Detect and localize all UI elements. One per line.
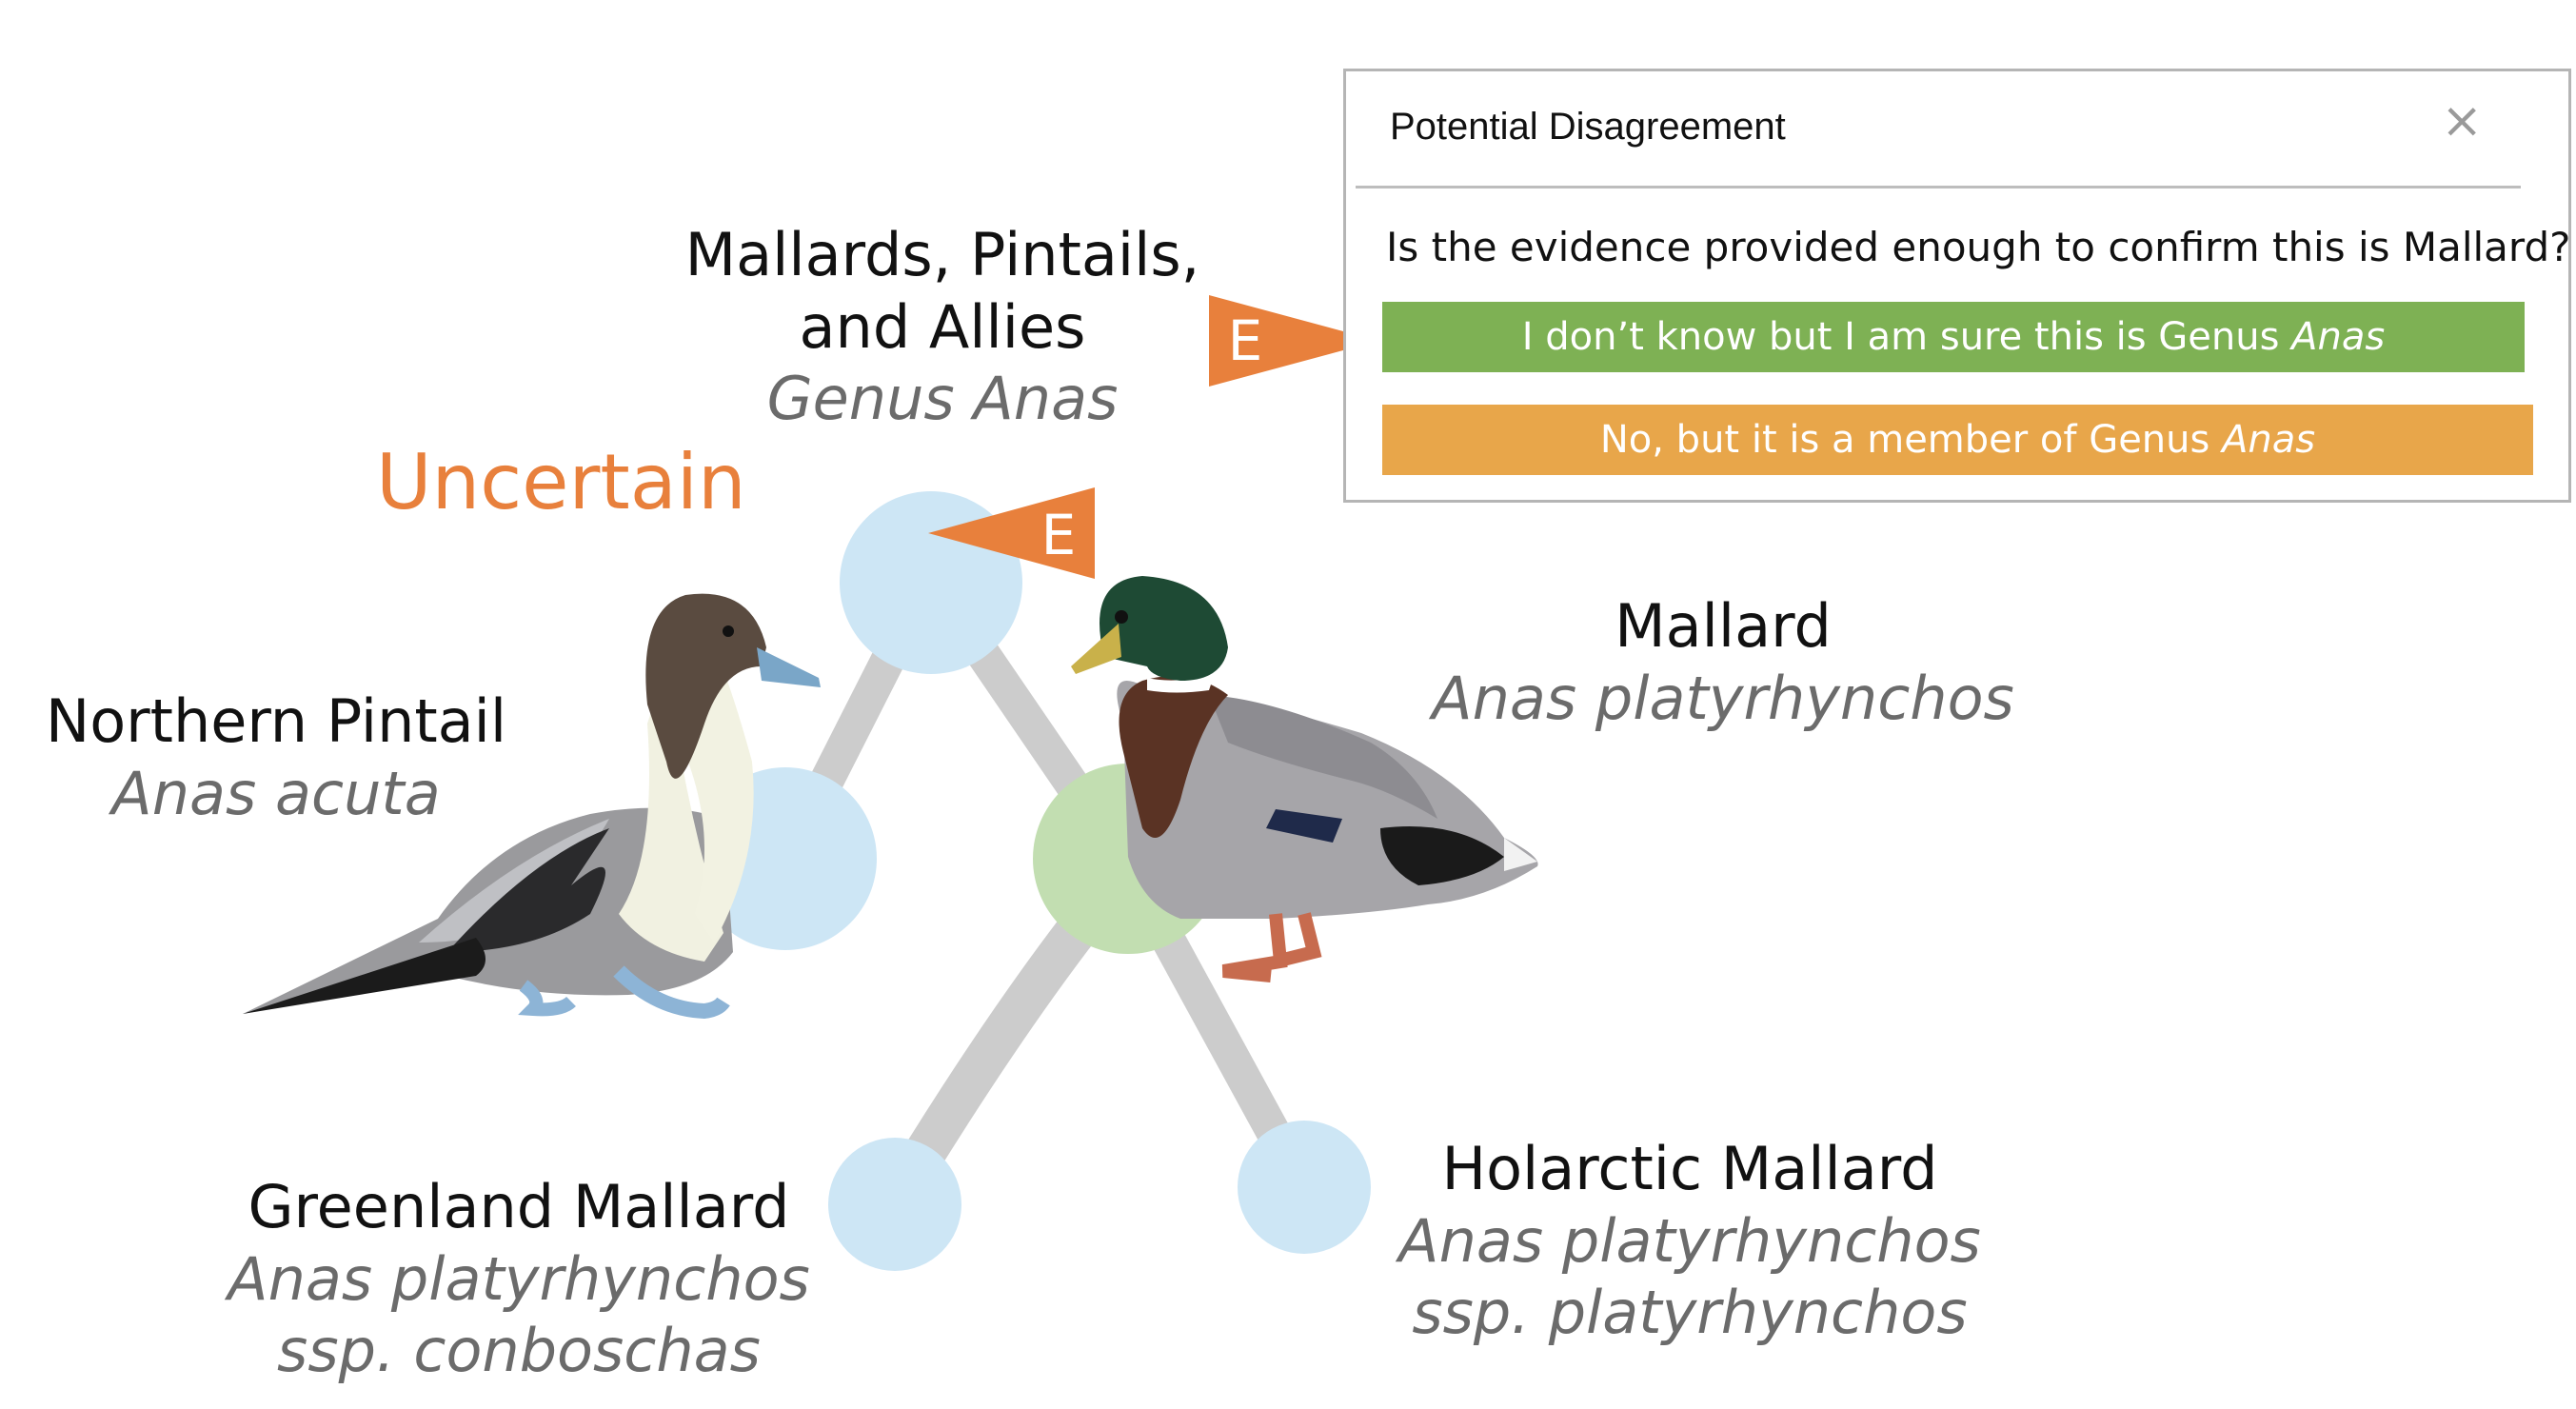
holarctic-scientific-name-line2: ssp. platyrhynchos (1412, 1278, 1968, 1348)
holarctic-common-name: Holarctic Mallard (1441, 1134, 1938, 1203)
pintail-common-name: Northern Pintail (45, 686, 507, 756)
disagreement-popup: Potential Disagreement × Is the evidence… (1343, 69, 2571, 503)
genus-common-name-line2: and Allies (799, 291, 1086, 362)
node-greenland-mallard[interactable] (828, 1138, 961, 1271)
option-a-text: I don’t know but I am sure this is Genus (1521, 315, 2292, 359)
greenland-scientific-name-line1: Anas platyrhynchos (228, 1243, 810, 1314)
close-icon[interactable]: × (2441, 92, 2483, 149)
mallard-label: Mallard Anas platyrhynchos (1428, 590, 2018, 734)
greenland-common-name: Greenland Mallard (248, 1172, 790, 1241)
genus-scientific-name: Genus Anas (766, 364, 1119, 434)
option-member-genus-button[interactable]: No, but it is a member of Genus Anas (1382, 405, 2533, 475)
evidence-flag-letter: E (1228, 308, 1263, 373)
mallard-duck-icon (1071, 576, 1538, 982)
option-b-text: No, but it is a member of Genus (1599, 418, 2223, 462)
popup-title: Potential Disagreement (1390, 106, 1786, 148)
popup-divider (1356, 186, 2521, 189)
option-b-genus: Anas (2222, 418, 2316, 462)
mallard-scientific-name: Anas platyrhynchos (1432, 663, 2014, 733)
greenland-label: Greenland Mallard Anas platyrhynchos ssp… (219, 1171, 819, 1387)
evidence-flag-letter: E (1041, 503, 1077, 567)
greenland-scientific-name-line2: ssp. conboschas (277, 1316, 761, 1386)
uncertain-status-label: Uncertain (376, 438, 746, 526)
genus-common-name-line1: Mallards, Pintails, (684, 220, 1200, 289)
evidence-flag-icon[interactable]: E (928, 487, 1095, 579)
holarctic-scientific-name-line1: Anas platyrhynchos (1398, 1205, 1981, 1276)
option-unsure-genus-button[interactable]: I don’t know but I am sure this is Genus… (1382, 302, 2525, 372)
pintail-scientific-name: Anas acuta (111, 758, 441, 828)
pintail-duck-icon (243, 593, 821, 1020)
evidence-flag-icon[interactable]: E (1209, 295, 1378, 387)
node-holarctic-mallard[interactable] (1238, 1121, 1371, 1254)
popup-question: Is the evidence provided enough to confi… (1386, 224, 2571, 270)
option-a-genus: Anas (2291, 315, 2386, 359)
genus-label: Mallards, Pintails, and Allies Genus Ana… (666, 219, 1219, 435)
mallard-common-name: Mallard (1615, 591, 1832, 661)
pintail-label: Northern Pintail Anas acuta (29, 685, 524, 829)
holarctic-label: Holarctic Mallard Anas platyrhynchos ssp… (1390, 1133, 1990, 1349)
